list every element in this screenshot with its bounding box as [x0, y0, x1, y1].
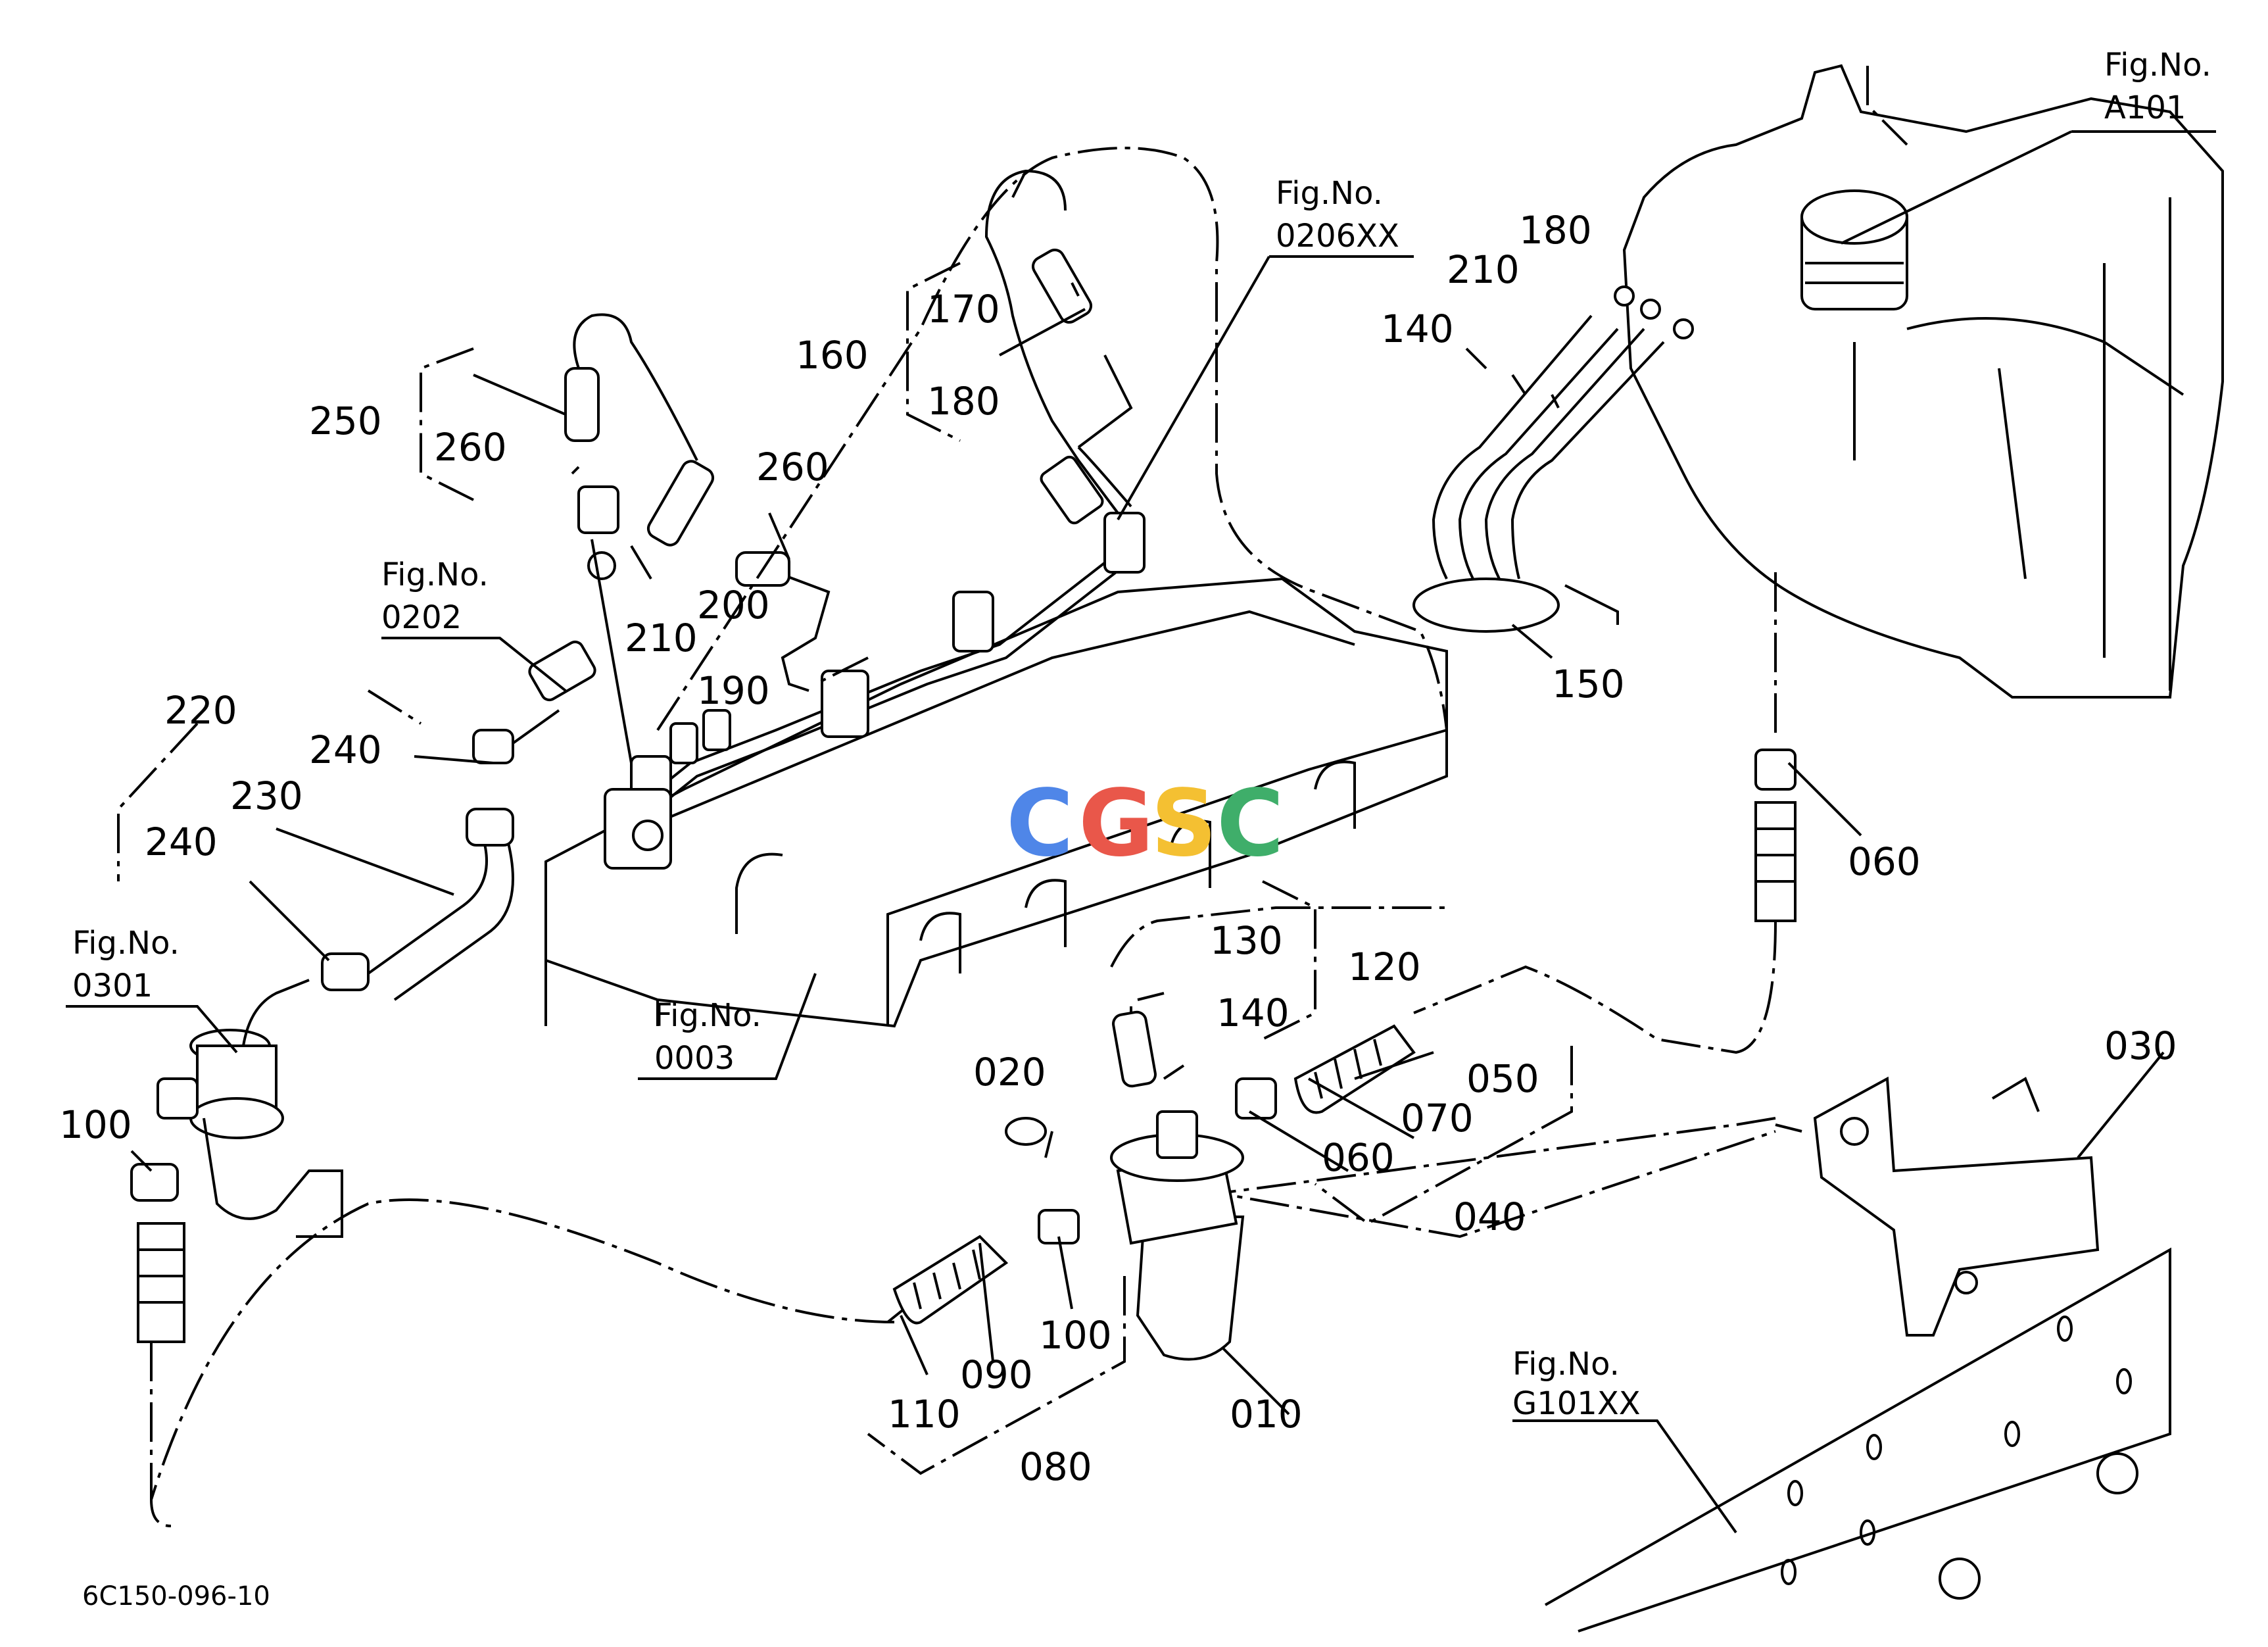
part-label-180-return: 180 — [1519, 208, 1592, 253]
fig-ref-0206-label: Fig.No. — [1276, 175, 1383, 212]
hose-left — [130, 1163, 185, 1343]
part-label-170: 170 — [927, 287, 1000, 332]
fig-ref-a101-value: A101 — [2104, 89, 2186, 126]
part-label-240-lower: 240 — [145, 820, 218, 864]
part-label-160: 160 — [796, 333, 869, 378]
part-labels: 010 020 030 040 050 060 060 070 080 090 … — [59, 208, 2177, 1489]
watermark: C G S C — [1006, 770, 1284, 877]
fig-ref-0202-value: 0202 — [381, 599, 462, 636]
part-label-240-upper: 240 — [309, 727, 382, 772]
figure-references: Fig.No. A101 Fig.No. 0206XX Fig.No. 0202… — [72, 47, 2211, 1422]
routing-lines — [149, 147, 1777, 1527]
return-hoses — [1412, 285, 1694, 633]
tank-drain-hose — [1754, 749, 1797, 922]
part-label-120: 120 — [1348, 945, 1421, 989]
fig-ref-0003-value: 0003 — [654, 1040, 735, 1077]
fig-ref-g101-value: G101XX — [1512, 1385, 1641, 1422]
fuel-tank — [1622, 64, 2224, 699]
fuel-filter — [892, 1010, 1416, 1361]
part-label-140-filter: 140 — [1217, 991, 1290, 1035]
fig-ref-0301-value: 0301 — [72, 968, 153, 1004]
injectors — [604, 512, 1146, 870]
part-label-050: 050 — [1466, 1056, 1539, 1101]
fig-ref-0206-value: 0206XX — [1276, 218, 1399, 255]
feed-pump — [157, 979, 343, 1238]
overflow-pipes — [528, 169, 1133, 764]
part-label-060-tank: 060 — [1848, 839, 1921, 884]
part-label-080: 080 — [1019, 1444, 1092, 1489]
part-label-180-overflow: 180 — [927, 379, 1000, 424]
part-label-010: 010 — [1230, 1392, 1303, 1437]
fig-ref-0301-label: Fig.No. — [72, 925, 180, 962]
fig-ref-0003-label: Fig.No. — [654, 997, 761, 1034]
part-label-260-right: 260 — [756, 445, 829, 489]
part-label-090: 090 — [960, 1352, 1033, 1397]
part-label-200: 200 — [697, 583, 770, 627]
fig-ref-0202-label: Fig.No. — [381, 556, 489, 593]
group-brackets — [117, 262, 1573, 1475]
watermark-letter-1: C — [1006, 770, 1074, 877]
part-label-250: 250 — [309, 399, 382, 443]
watermark-letter-4: C — [1217, 770, 1284, 877]
watermark-letter-3: S — [1151, 770, 1217, 877]
bracket-frame — [1545, 1076, 2171, 1633]
part-label-100-left: 100 — [59, 1102, 132, 1147]
part-label-130: 130 — [1210, 918, 1283, 963]
watermark-letter-2: G — [1078, 770, 1154, 877]
part-label-100-filter: 100 — [1039, 1313, 1112, 1358]
part-label-110: 110 — [888, 1392, 961, 1437]
part-label-040: 040 — [1453, 1194, 1526, 1239]
part-label-220: 220 — [164, 688, 237, 733]
part-label-140-return: 140 — [1381, 307, 1454, 351]
part-label-020: 020 — [973, 1050, 1046, 1094]
part-label-210-return: 210 — [1447, 247, 1520, 292]
part-label-260-left: 260 — [434, 425, 507, 470]
part-label-060-filter: 060 — [1322, 1135, 1395, 1180]
diagram-id: 6C150-096-10 — [82, 1581, 270, 1611]
part-label-030: 030 — [2104, 1023, 2177, 1068]
part-label-190: 190 — [697, 668, 770, 713]
fig-ref-g101-label: Fig.No. — [1512, 1346, 1620, 1383]
leader-lines — [66, 130, 2216, 1534]
part-label-230: 230 — [230, 774, 303, 818]
part-label-210-injector: 210 — [625, 616, 698, 660]
part-label-150: 150 — [1552, 662, 1625, 706]
part-label-070: 070 — [1401, 1096, 1474, 1141]
fig-ref-a101-label: Fig.No. — [2104, 47, 2211, 84]
